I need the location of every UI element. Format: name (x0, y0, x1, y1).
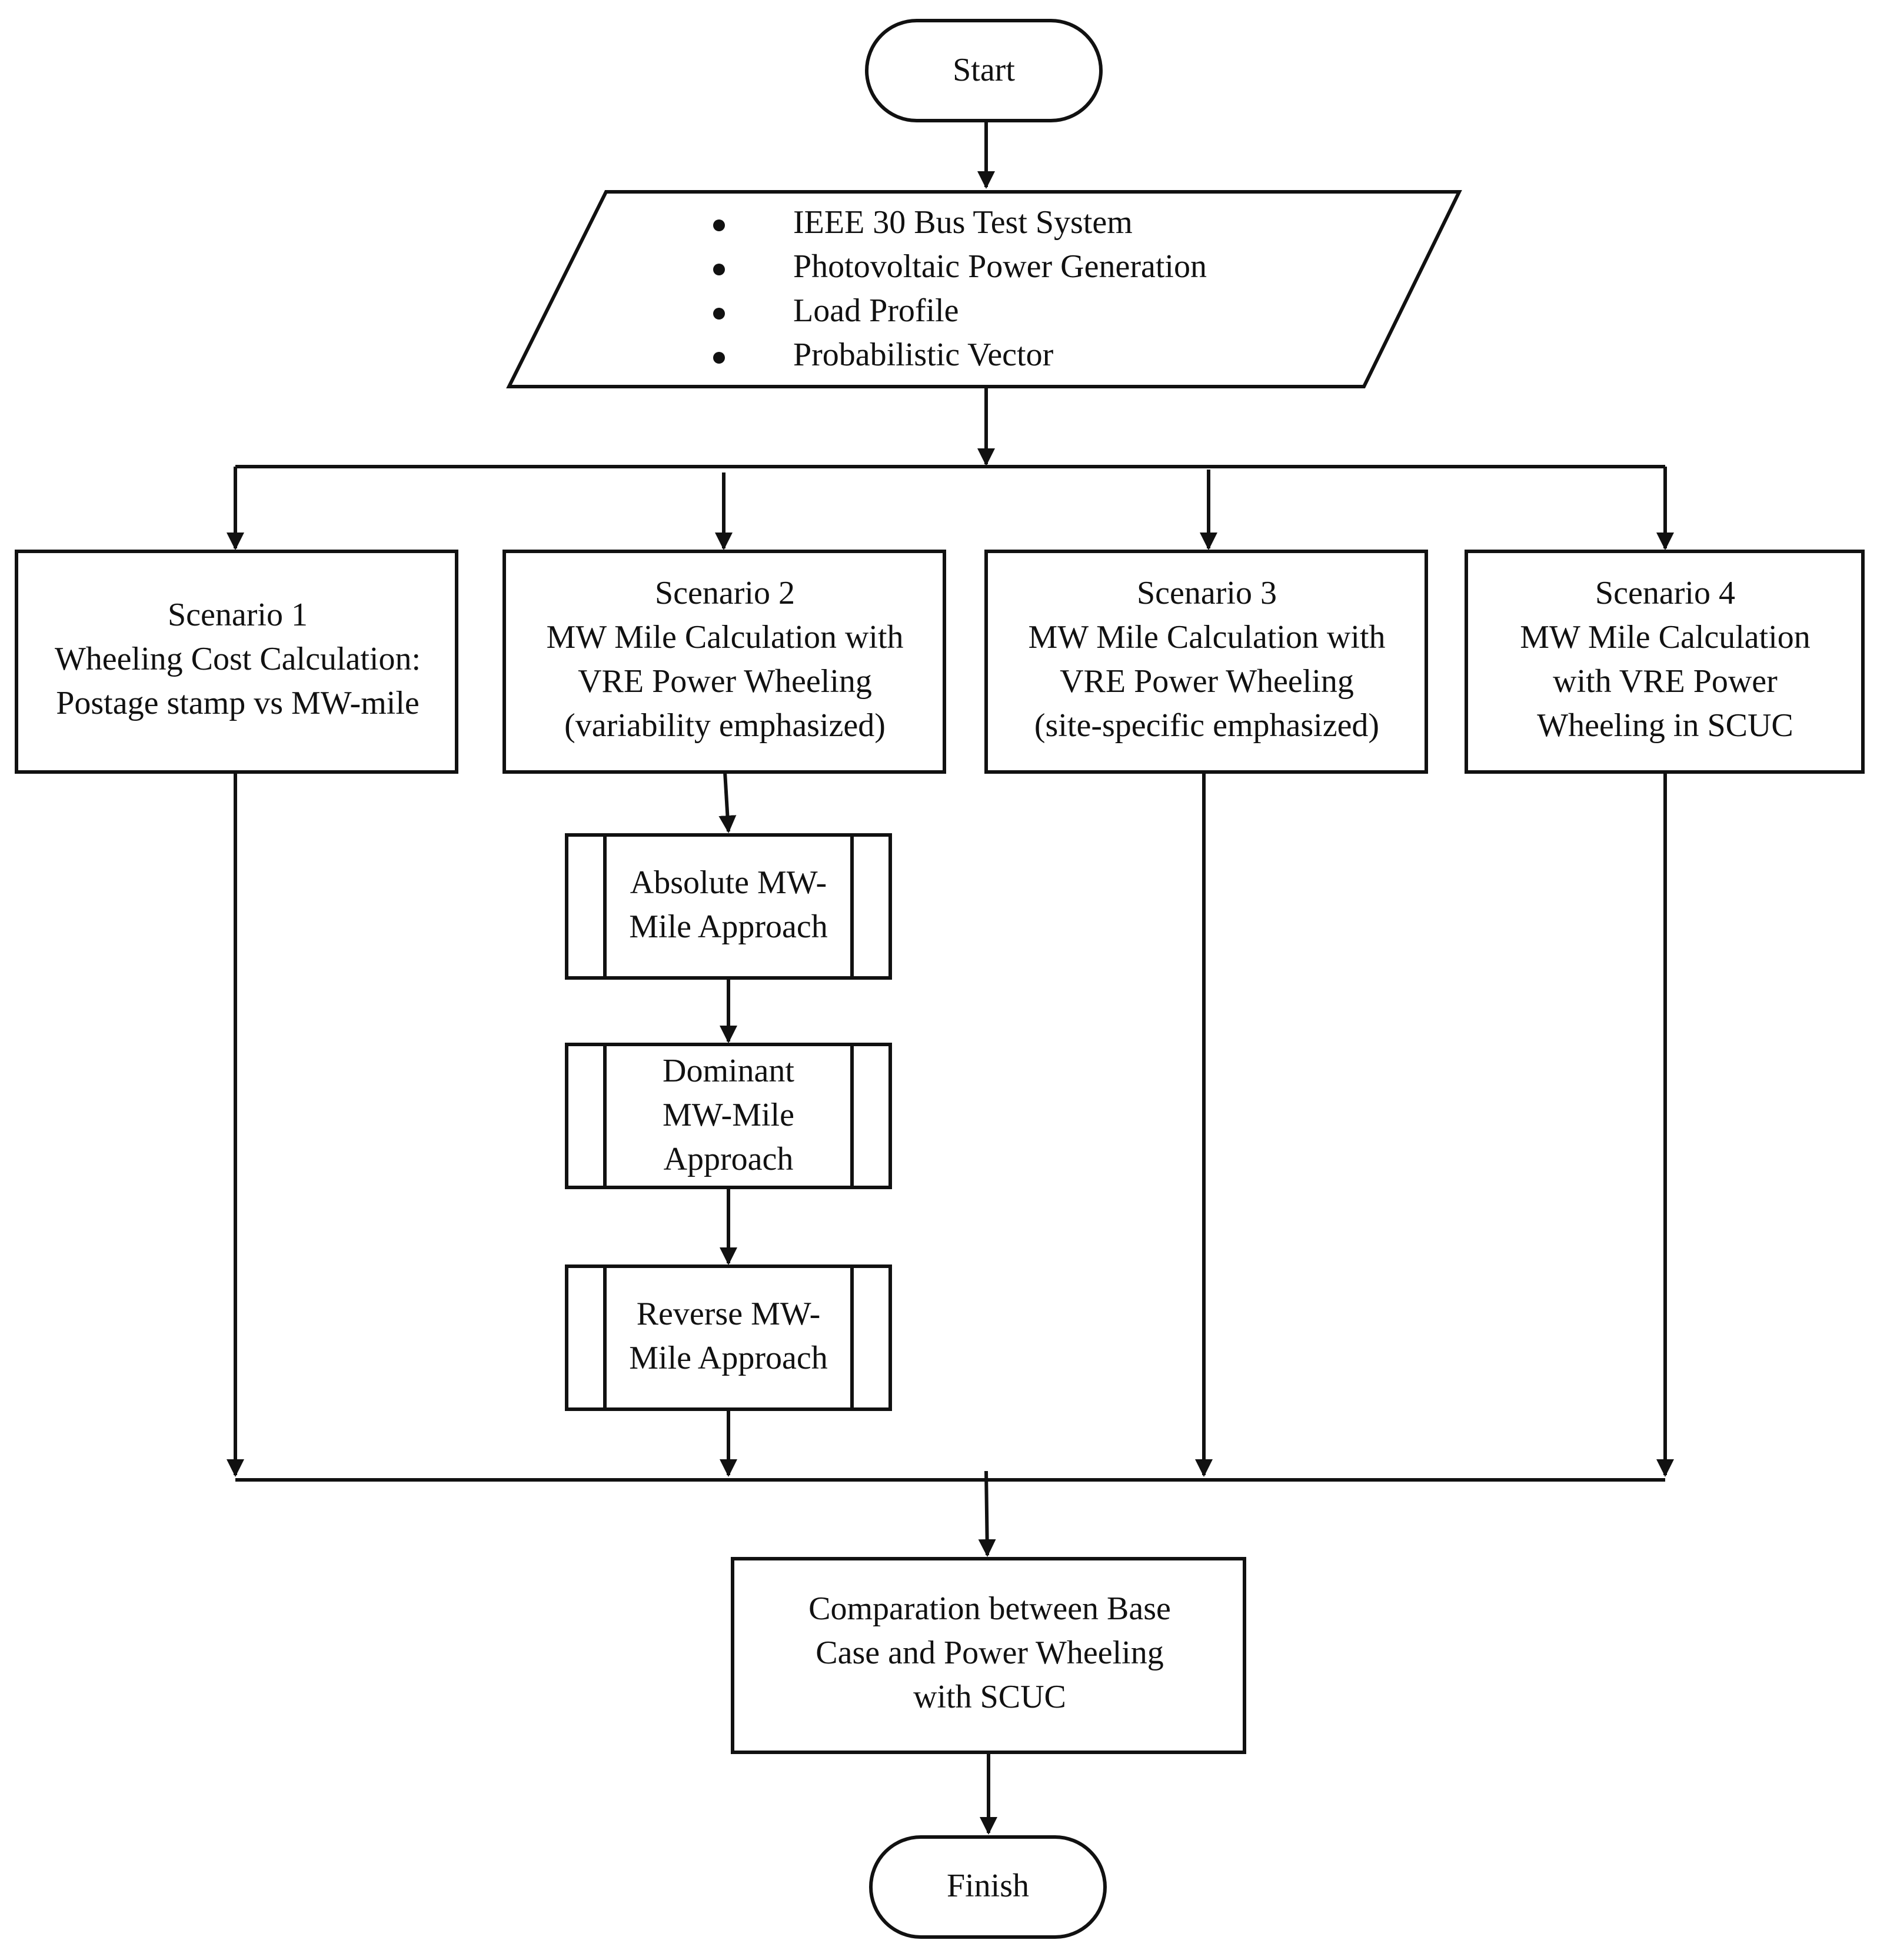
finish-label: Finish (947, 1868, 1029, 1904)
scenario-1-line: Wheeling Cost Calculation: (55, 641, 421, 677)
start-terminator: Start (865, 19, 1103, 122)
subprocess-reverse: Reverse MW- Mile Approach (565, 1264, 892, 1411)
input-item: IEEE 30 Bus Test System (793, 204, 1133, 241)
scenario-4-line: Scenario 4 (1595, 575, 1735, 611)
subprocess-reverse-line: Reverse MW- (637, 1296, 821, 1332)
comparison-box: Comparation between Base Case and Power … (731, 1557, 1246, 1754)
inputs-parallelogram: IEEE 30 Bus Test System Photovoltaic Pow… (506, 190, 1462, 388)
subprocess-absolute-line: Mile Approach (629, 909, 827, 945)
bullet-icon (713, 219, 725, 231)
scenario-4-line: with VRE Power (1553, 663, 1778, 700)
input-item: Photovoltaic Power Generation (793, 248, 1207, 285)
subprocess-absolute-line: Absolute MW- (630, 864, 827, 901)
start-label: Start (953, 52, 1015, 88)
scenario-3-line: VRE Power Wheeling (1060, 663, 1354, 700)
input-item: Load Profile (793, 292, 959, 329)
scenario-1-box: Scenario 1 Wheeling Cost Calculation: Po… (15, 550, 458, 774)
bullet-icon (713, 308, 725, 320)
scenario-3-line: MW Mile Calculation with (1028, 619, 1385, 655)
comparison-line: Comparation between Base (808, 1590, 1171, 1627)
scenario-2-line: VRE Power Wheeling (578, 663, 872, 700)
bullet-icon (713, 264, 725, 275)
scenario-2-box: Scenario 2 MW Mile Calculation with VRE … (502, 550, 946, 774)
subprocess-dominant-line: Approach (664, 1141, 794, 1177)
comparison-line: with SCUC (913, 1679, 1066, 1715)
scenario-3-line: Scenario 3 (1137, 575, 1277, 611)
scenario-1-line: Postage stamp vs MW-mile (56, 685, 420, 721)
scenario-2-line: Scenario 2 (655, 575, 795, 611)
subprocess-absolute: Absolute MW- Mile Approach (565, 833, 892, 980)
subprocess-reverse-line: Mile Approach (629, 1340, 827, 1376)
scenario-2-line: (variability emphasized) (564, 707, 886, 744)
subprocess-dominant-line: MW-Mile (663, 1097, 794, 1133)
scenario-3-line: (site-specific emphasized) (1034, 707, 1379, 744)
input-item: Probabilistic Vector (793, 337, 1054, 373)
scenario-4-line: Wheeling in SCUC (1537, 707, 1793, 744)
subprocess-dominant-line: Dominant (663, 1053, 794, 1089)
scenario-4-box: Scenario 4 MW Mile Calculation with VRE … (1465, 550, 1865, 774)
scenario-2-line: MW Mile Calculation with (546, 619, 903, 655)
subprocess-dominant: Dominant MW-Mile Approach (565, 1043, 892, 1189)
scenario-4-line: MW Mile Calculation (1520, 619, 1811, 655)
arrow-merge-to-comparison (978, 1470, 996, 1557)
comparison-line: Case and Power Wheeling (816, 1635, 1163, 1671)
scenario-3-box: Scenario 3 MW Mile Calculation with VRE … (984, 550, 1428, 774)
finish-terminator: Finish (869, 1835, 1107, 1939)
scenario-1-line: Scenario 1 (168, 597, 308, 633)
bullet-icon (713, 352, 725, 364)
connectors (227, 121, 1674, 1835)
arrow-scenario-2-to-absolute (718, 771, 737, 833)
